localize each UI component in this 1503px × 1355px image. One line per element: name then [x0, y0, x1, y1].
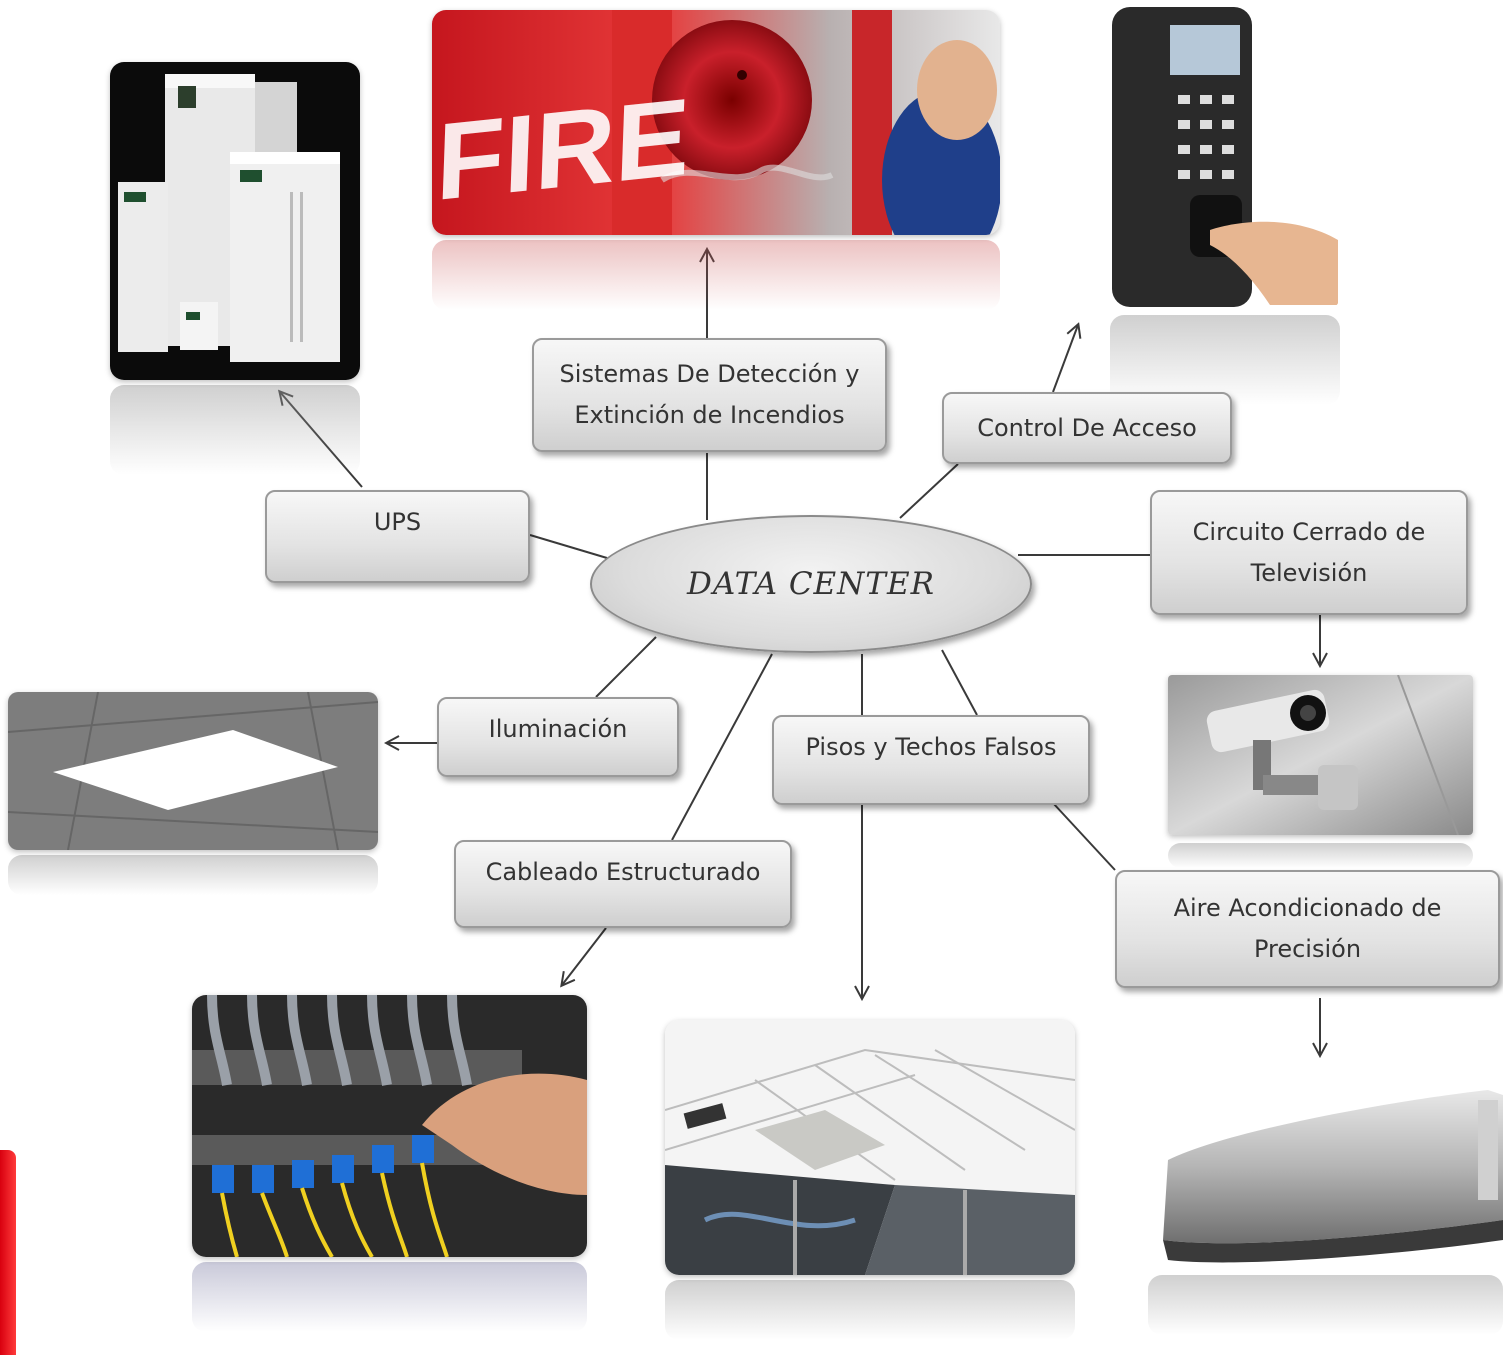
node-precision-ac-label: Aire Acondicionado de Precisión: [1173, 894, 1442, 963]
ups-photo-reflection: [110, 385, 360, 475]
connector-floors-b: [941, 649, 978, 716]
node-cctv[interactable]: Circuito Cerrado de Televisión: [1150, 490, 1468, 615]
node-cctv-label: Circuito Cerrado de Televisión: [1192, 517, 1426, 587]
accent-red-bar: [0, 1150, 16, 1355]
node-lighting-label: Iluminación: [488, 715, 628, 743]
node-access-control-label: Control De Acceso: [977, 413, 1197, 442]
arrow-cabling-photo: [562, 927, 607, 985]
node-fire-detection-label: Sistemas De Detección y Extinción de Inc…: [559, 360, 860, 429]
access-photo: [1110, 5, 1340, 310]
hvac-photo-reflection: [1148, 1275, 1503, 1335]
connector-access: [899, 463, 959, 519]
node-ups[interactable]: UPS: [265, 490, 530, 583]
node-raised-floors[interactable]: Pisos y Techos Falsos: [772, 715, 1090, 805]
arrow-access-photo: [1052, 325, 1078, 393]
node-raised-floors-label: Pisos y Techos Falsos: [805, 733, 1057, 761]
hvac-photo: [1148, 1070, 1503, 1270]
connector-floors-hvac: [1052, 802, 1116, 871]
center-data-center-label: DATA CENTER: [687, 566, 935, 602]
node-structured-cabling[interactable]: Cableado Estructurado: [454, 840, 792, 928]
lighting-photo-reflection: [8, 855, 378, 895]
cabling-photo-reflection: [192, 1262, 587, 1332]
lighting-photo: [8, 692, 378, 850]
floors-photo: [665, 1020, 1075, 1275]
connector-lighting: [595, 636, 657, 698]
cctv-photo: [1168, 675, 1473, 835]
connector-cabling: [671, 653, 773, 841]
cctv-photo-reflection: [1168, 843, 1473, 868]
fire-photo-reflection: [432, 240, 1000, 310]
node-structured-cabling-label: Cableado Estructurado: [485, 858, 761, 886]
cabling-photo: [192, 995, 587, 1257]
fire-photo: FIRE: [432, 10, 1000, 235]
ups-photo: [110, 62, 360, 380]
node-precision-ac[interactable]: Aire Acondicionado de Precisión: [1115, 870, 1500, 988]
access-photo-reflection: [1110, 315, 1340, 405]
arrow-ups-photo: [280, 392, 363, 488]
node-access-control[interactable]: Control De Acceso: [942, 392, 1232, 464]
floors-photo-reflection: [665, 1280, 1075, 1340]
fire-photo-text: FIRE: [434, 76, 691, 224]
node-fire-detection[interactable]: Sistemas De Detección y Extinción de Inc…: [532, 338, 887, 452]
connector-ups: [529, 534, 608, 559]
center-data-center[interactable]: DATA CENTER: [590, 515, 1032, 653]
node-ups-label: UPS: [373, 508, 422, 536]
node-lighting[interactable]: Iluminación: [437, 697, 679, 777]
